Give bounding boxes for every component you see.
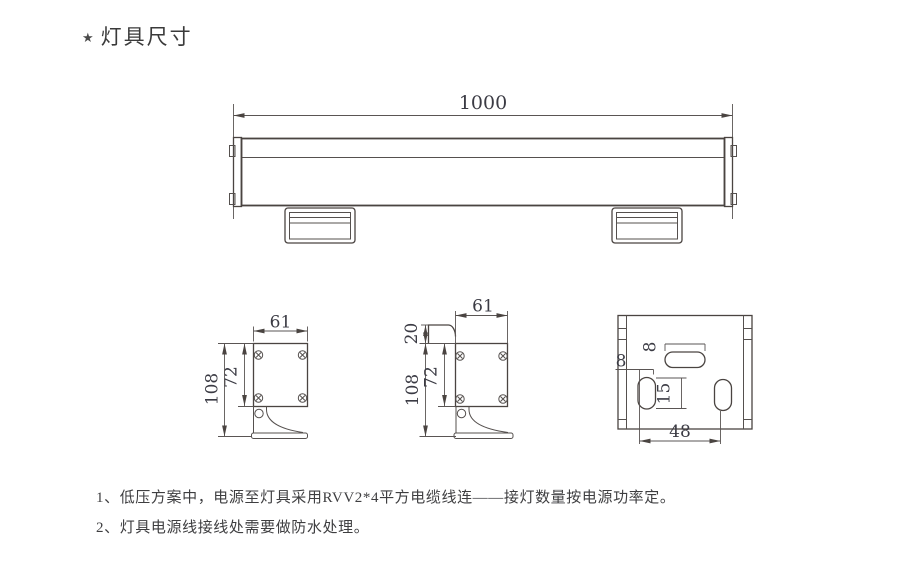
side1-foot [251,406,308,439]
slot-spacing-label: 48 [669,422,691,442]
clip-right-bottom [730,193,737,205]
dim-slot-length-ext [656,377,687,409]
side2-body [454,342,509,408]
side2-total-height-label: 108 [403,374,423,406]
dim-top-slot [664,343,706,351]
slot-bottom-left [637,376,657,410]
note-waterproof: 2、灯具电源线接线处需要做防水处理。 [96,520,370,536]
side-view-1: 61 72 108 [203,313,309,439]
side2-visor-label: 20 [402,323,422,345]
side2-foot [453,406,514,439]
front-view: 1000 [229,92,737,244]
section-title-text: 灯具尺寸 [100,25,193,49]
side1-total-height-label: 108 [203,373,223,405]
end-cap-left [232,136,243,208]
clip-right-top [730,145,737,157]
side2-screws [455,351,508,404]
slot-length-label: 15 [655,383,675,405]
back-plate-edge-lines [626,315,744,429]
dim-1000-label: 1000 [459,92,507,114]
end-cap-right [723,136,734,208]
back-plate-edge-ticks [618,328,752,420]
side2-width-label: 61 [472,297,494,317]
side2-body-height-label: 72 [422,366,442,388]
side2-visor [427,324,457,344]
note-low-voltage: 1、低压方案中，电源至灯具采用RVV2*4平方电缆线连——接灯数量按电源功率定。 [96,490,676,506]
top-slot-label: 8 [641,342,661,353]
side-view-2: 61 20 108 72 [402,297,514,439]
slot-bottom-right [713,378,733,412]
section-title: ★ 灯具尺寸 [82,27,193,48]
back-view: 8 8 15 48 [615,314,753,444]
clip-left-bottom [229,193,236,205]
side1-width-label: 61 [270,313,292,333]
mount-bracket-right [611,207,683,244]
dim-side-offset [615,369,654,444]
side1-screws [253,350,308,403]
back-plate [617,314,753,430]
side-offset-label: 8 [616,352,627,372]
clip-left-top [229,145,236,157]
slot-top [664,351,706,369]
side1-body [252,342,309,408]
mount-bracket-left [284,207,356,244]
star-icon: ★ [82,30,94,45]
housing-body [240,137,726,207]
